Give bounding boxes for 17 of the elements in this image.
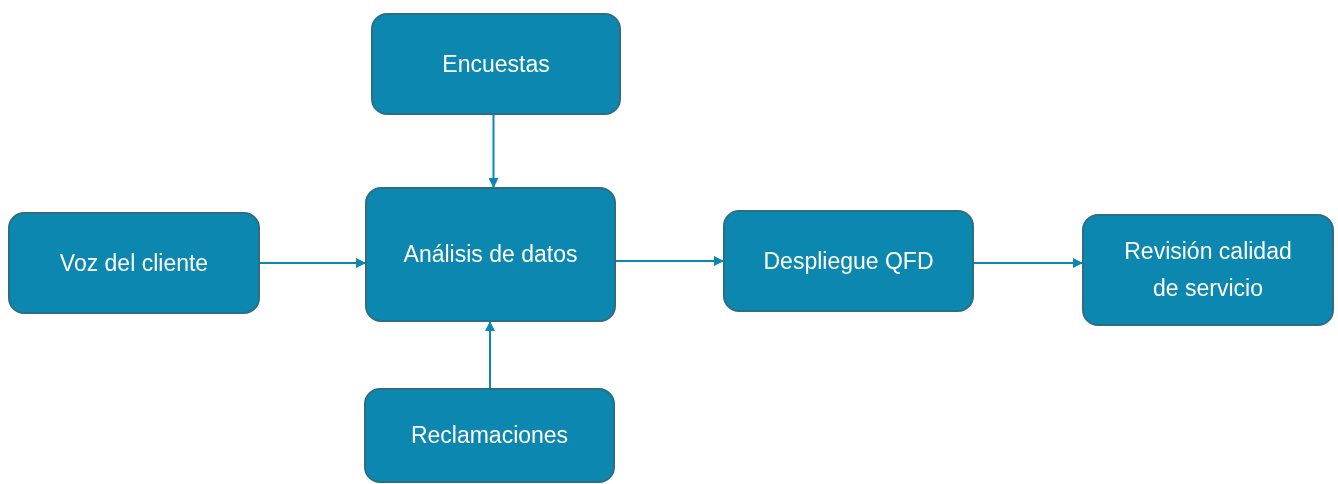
- arrow: [973, 258, 1083, 268]
- process-box: [365, 187, 616, 322]
- process-box: [371, 13, 621, 115]
- arrow: [488, 114, 499, 188]
- arrow: [485, 321, 495, 389]
- box-label: Revisión calidad de servicio: [1123, 237, 1293, 303]
- arrow: [259, 258, 366, 268]
- box-label: Análisis de datos: [403, 240, 578, 270]
- box-label: Encuestas: [442, 49, 550, 79]
- process-box: [1082, 214, 1334, 326]
- arrow: [615, 256, 724, 266]
- box-label: Voz del cliente: [59, 248, 209, 278]
- process-box: [8, 212, 260, 314]
- box-label: Reclamaciones: [410, 421, 569, 451]
- box-label: Despliegue QFD: [763, 246, 934, 276]
- process-box: [723, 210, 974, 312]
- process-box: [364, 388, 615, 483]
